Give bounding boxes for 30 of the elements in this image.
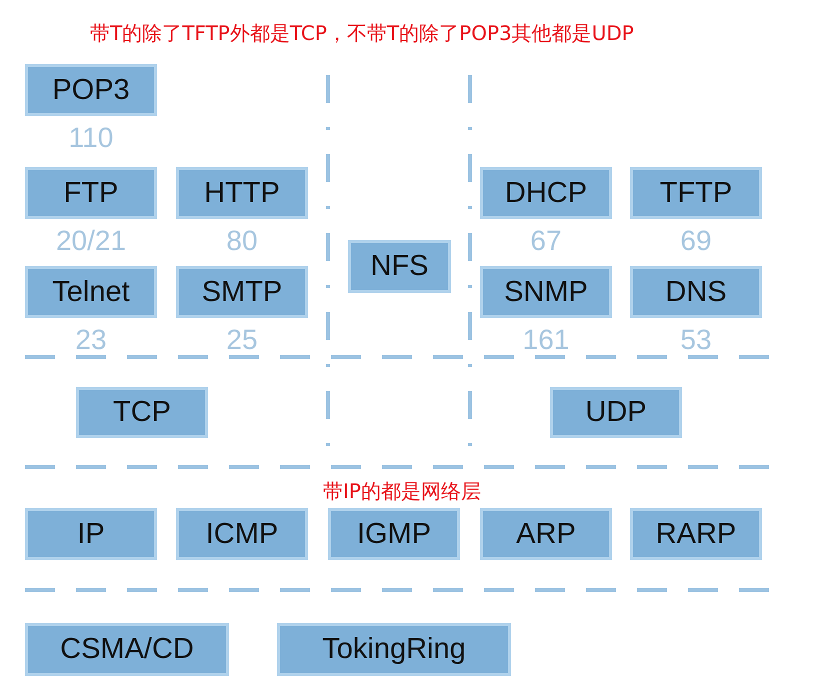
protocol-box: FTP <box>25 167 157 219</box>
protocol-box: ARP <box>480 508 612 560</box>
protocol-box: HTTP <box>176 167 308 219</box>
port-number: 20/21 <box>54 225 128 257</box>
note-text: 带T的除了TFTP外都是TCP，不带T的除了POP3其他都是UDP <box>90 20 634 47</box>
port-number: 69 <box>679 225 713 257</box>
protocol-box: SMTP <box>176 266 308 318</box>
protocol-box: IP <box>25 508 157 560</box>
protocol-box: TokingRing <box>277 623 511 676</box>
port-number: 53 <box>679 324 713 356</box>
protocol-box: UDP <box>550 387 682 438</box>
protocol-box: POP3 <box>25 64 157 116</box>
port-number: 67 <box>529 225 563 257</box>
protocol-box: NFS <box>348 240 451 293</box>
port-number: 110 <box>68 122 114 154</box>
protocol-box: RARP <box>630 508 762 560</box>
protocol-box: Telnet <box>25 266 157 318</box>
protocol-box: TCP <box>76 387 208 438</box>
protocol-box: DNS <box>630 266 762 318</box>
port-number: 25 <box>225 324 259 356</box>
protocol-box: SNMP <box>480 266 612 318</box>
protocol-box: ICMP <box>176 508 308 560</box>
note-text: 带IP的都是网络层 <box>323 478 481 505</box>
port-number: 80 <box>225 225 259 257</box>
port-number: 23 <box>74 324 108 356</box>
port-number: 161 <box>522 324 570 356</box>
protocol-box: IGMP <box>328 508 460 560</box>
protocol-box: DHCP <box>480 167 612 219</box>
protocol-box: CSMA/CD <box>25 623 229 676</box>
protocol-box: TFTP <box>630 167 762 219</box>
